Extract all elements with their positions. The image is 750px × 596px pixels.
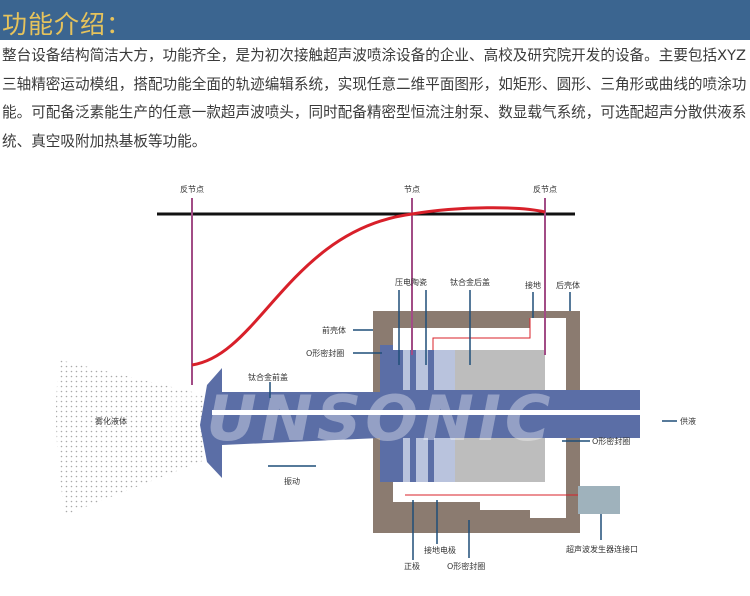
generator-port (578, 486, 620, 514)
label-ground-electrode: 接地电极 (424, 545, 456, 555)
section-header: 功能介绍： (0, 0, 750, 40)
label-o-ring-bottom: O形密封圈 (447, 561, 485, 571)
liquid-channel (212, 410, 640, 415)
section-title: 功能介绍： (2, 10, 133, 39)
label-vibration: 振动 (284, 476, 300, 486)
label-ground: 接地 (525, 280, 541, 290)
label-o-ring-right: O形密封圈 (592, 436, 630, 446)
label-antinode-left: 反节点 (180, 184, 204, 194)
label-rear-shell: 后壳体 (556, 280, 580, 290)
intro-paragraph: 整台设备结构简洁大方，功能齐全，是为初次接触超声波喷涂设备的企业、高校及研究院开… (2, 47, 747, 150)
transducer-diagram: FUNSONIC 反节点 节点 反节点 压电陶瓷 钛合金后盖 接地 后壳体 前壳… (56, 184, 696, 571)
amplitude-curve (191, 206, 546, 367)
label-o-ring-top: O形密封圈 (306, 348, 344, 358)
label-piezo: 压电陶瓷 (395, 277, 427, 287)
label-ti-back-cover: 钛合金后盖 (450, 277, 490, 287)
spray-cloud (56, 360, 205, 515)
label-ti-front-cover: 钛合金前盖 (248, 372, 288, 382)
label-antinode-right: 反节点 (533, 184, 557, 194)
label-node: 节点 (404, 185, 420, 194)
watermark: FUNSONIC (160, 382, 554, 455)
label-positive: 正极 (404, 561, 420, 571)
label-atomized-liquid: 雾化液体 (95, 416, 127, 426)
label-front-shell: 前壳体 (322, 325, 346, 335)
label-liquid-supply: 供液 (680, 416, 696, 426)
label-generator-port: 超声波发生器连接口 (566, 544, 638, 554)
